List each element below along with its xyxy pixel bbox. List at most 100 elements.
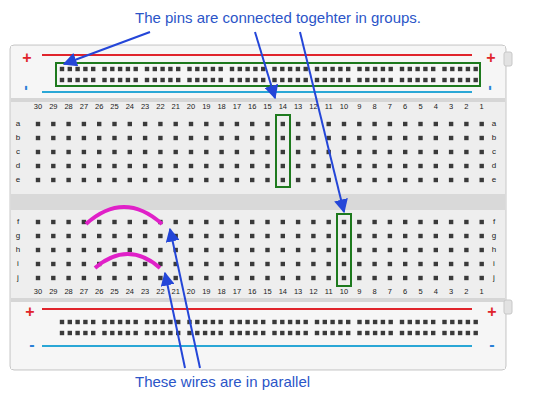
hole xyxy=(372,122,376,126)
rail-groove xyxy=(11,98,505,102)
column-number: 3 xyxy=(449,288,453,296)
hole xyxy=(357,150,361,154)
hole xyxy=(174,276,178,280)
hole xyxy=(388,276,392,280)
hole xyxy=(265,164,269,168)
hole xyxy=(60,67,64,71)
hole xyxy=(381,78,385,82)
hole xyxy=(235,276,239,280)
hole xyxy=(403,248,407,252)
hole xyxy=(449,136,453,140)
hole xyxy=(112,220,116,224)
hole xyxy=(388,164,392,168)
hole xyxy=(342,276,346,280)
hole xyxy=(235,248,239,252)
hole xyxy=(434,164,438,168)
hole xyxy=(466,320,470,324)
hole xyxy=(51,220,55,224)
hole xyxy=(143,136,147,140)
hole xyxy=(110,78,114,82)
hole xyxy=(265,248,269,252)
hole xyxy=(434,276,438,280)
hole xyxy=(36,220,40,224)
hole xyxy=(112,262,116,266)
row-letter: d xyxy=(16,162,20,170)
hole xyxy=(176,67,180,71)
board-body xyxy=(10,45,506,370)
hole xyxy=(311,164,315,168)
column-number: 4 xyxy=(434,103,438,111)
hole xyxy=(388,220,392,224)
minus-sign: - xyxy=(483,85,499,90)
hole xyxy=(189,164,193,168)
hole xyxy=(288,67,292,71)
hole xyxy=(204,178,208,182)
hole xyxy=(143,262,147,266)
row-letter: j xyxy=(17,274,19,282)
hole xyxy=(66,178,70,182)
hole xyxy=(365,78,369,82)
hole xyxy=(128,248,132,252)
hole xyxy=(480,248,484,252)
hole xyxy=(110,331,114,335)
hole xyxy=(389,78,393,82)
hole xyxy=(442,78,446,82)
hole xyxy=(342,122,346,126)
hole xyxy=(418,234,422,238)
hole xyxy=(415,67,419,71)
hole xyxy=(174,234,178,238)
hole xyxy=(112,164,116,168)
hole xyxy=(346,320,350,324)
column-number: 4 xyxy=(434,288,438,296)
hole xyxy=(474,331,478,335)
column-number: 24 xyxy=(126,288,134,296)
column-number: 30 xyxy=(34,288,42,296)
hole xyxy=(143,248,147,252)
hole xyxy=(66,150,70,154)
hole xyxy=(153,320,157,324)
column-number: 21 xyxy=(172,288,180,296)
hole xyxy=(327,122,331,126)
hole xyxy=(418,178,422,182)
hole xyxy=(238,331,242,335)
hole xyxy=(342,178,346,182)
hole xyxy=(373,78,377,82)
hole xyxy=(153,331,157,335)
hole xyxy=(158,164,162,168)
hole xyxy=(102,67,106,71)
hole xyxy=(60,331,64,335)
hole xyxy=(51,150,55,154)
column-number: 6 xyxy=(403,103,407,111)
row-letter: a xyxy=(16,120,20,128)
column-number: 21 xyxy=(172,103,180,111)
hole xyxy=(288,78,292,82)
hole xyxy=(219,220,223,224)
hole xyxy=(36,178,40,182)
hole xyxy=(372,136,376,140)
hole xyxy=(296,150,300,154)
hole xyxy=(51,178,55,182)
hole xyxy=(272,67,276,71)
hole xyxy=(434,136,438,140)
hole xyxy=(211,320,215,324)
row-letter: g xyxy=(492,232,496,240)
column-number: 26 xyxy=(95,103,103,111)
hole xyxy=(176,78,180,82)
hole xyxy=(112,248,116,252)
column-number: 8 xyxy=(373,288,377,296)
column-number: 24 xyxy=(126,103,134,111)
hole xyxy=(97,276,101,280)
hole xyxy=(431,78,435,82)
column-number: 22 xyxy=(156,288,164,296)
callout-arrow xyxy=(165,273,185,368)
hole xyxy=(403,262,407,266)
column-number: 2 xyxy=(464,288,468,296)
hole xyxy=(189,276,193,280)
hole xyxy=(83,320,87,324)
column-number: 25 xyxy=(110,103,118,111)
column-number: 18 xyxy=(217,103,225,111)
hole xyxy=(296,248,300,252)
hole xyxy=(388,136,392,140)
hole xyxy=(372,220,376,224)
